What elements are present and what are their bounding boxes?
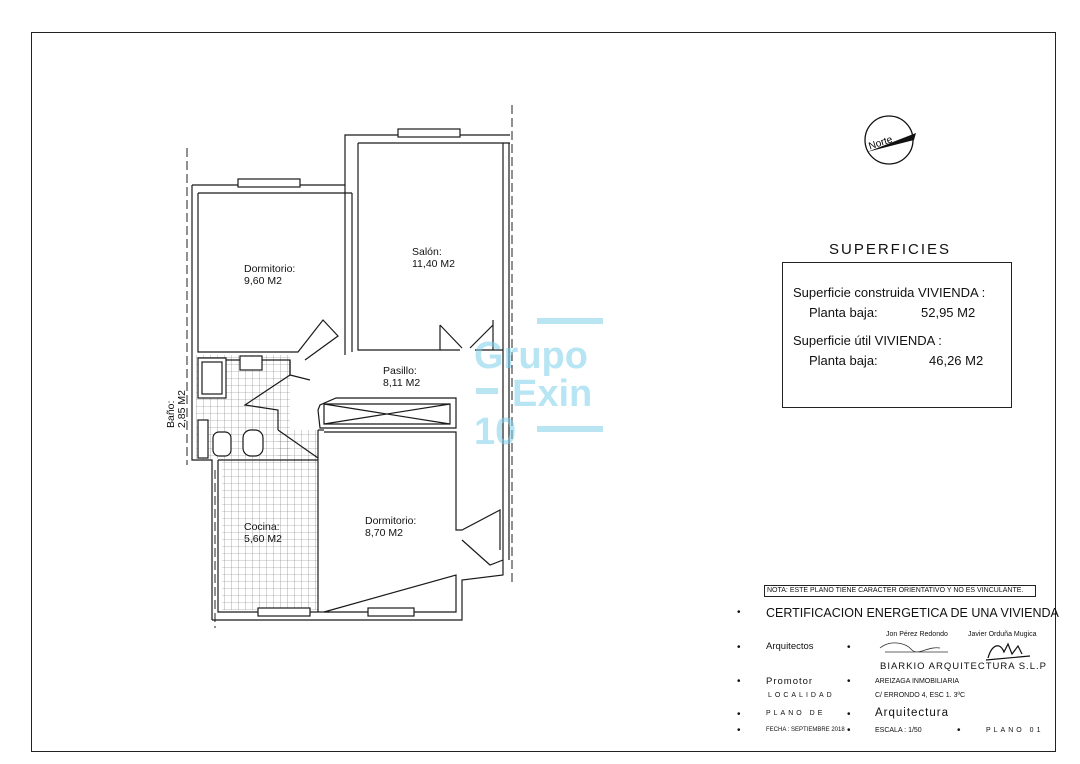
walls	[191, 128, 510, 621]
room-area-dormitorio-1: 9,60 M2	[244, 275, 282, 287]
bullet: •	[847, 676, 851, 687]
bullet: •	[737, 725, 741, 736]
localidad-value: C/ ERRONDO 4, ESC 1. 3ºC	[875, 692, 966, 699]
room-name-cocina: Cocina:	[244, 521, 280, 533]
signature-2	[985, 642, 1031, 661]
escala: ESCALA : 1/50	[875, 727, 922, 734]
construida-value: 52,95 M2	[921, 305, 976, 320]
room-name-bano: Baño:	[165, 401, 177, 428]
watermark: Grupo Exin 10	[474, 318, 603, 453]
construida-label: Superficie construida VIVIENDA :	[793, 285, 986, 300]
plano-de-value: Arquitectura	[875, 707, 950, 719]
bullet: •	[737, 642, 741, 653]
room-name-dormitorio-1: Dormitorio:	[244, 263, 295, 275]
room-name-dormitorio-2: Dormitorio:	[365, 515, 416, 527]
bullet: •	[737, 607, 741, 618]
promotor-value: AREIZAGA INMOBILIARIA	[875, 678, 960, 685]
architects-label: Arquitectos	[766, 641, 814, 652]
drawing-frame	[31, 32, 1056, 752]
bullet: •	[847, 642, 851, 653]
signature-1	[879, 642, 948, 653]
room-area-dormitorio-2: 8,70 M2	[365, 527, 403, 539]
superficies-title: SUPERFICIES	[828, 241, 952, 258]
architect-1-name: Jon Pérez Redondo	[886, 631, 948, 638]
util-sub: Planta baja:	[809, 353, 878, 368]
room-area-pasillo: 8,11 M2	[383, 377, 420, 389]
localidad-label: LOCALIDAD	[768, 692, 835, 699]
promotor-label: Promotor	[766, 676, 814, 687]
watermark-line-3: 10	[474, 411, 516, 453]
north-compass: Norte	[864, 115, 916, 165]
plano-de-label: PLANO DE	[766, 710, 826, 717]
firm-name: BIARKIO ARQUITECTURA S.L.P	[880, 661, 1047, 672]
room-name-salon: Salón:	[412, 246, 442, 258]
room-area-bano: 2,85 M2	[176, 390, 188, 428]
bullet: •	[737, 709, 741, 720]
certification-title: CERTIFICACION ENERGETICA DE UNA VIVIENDA	[766, 606, 1059, 620]
bullet: •	[847, 709, 851, 720]
room-area-cocina: 5,60 M2	[244, 533, 282, 545]
disclaimer-note: NOTA: ESTE PLANO TIENE CARACTER ORIENTAT…	[764, 585, 1036, 597]
room-area-salon: 11,40 M2	[412, 258, 455, 270]
superficies-box: Superficie construida VIVIENDA : Planta …	[782, 262, 1012, 408]
util-value: 46,26 M2	[929, 353, 984, 368]
bullet: •	[737, 676, 741, 687]
room-name-pasillo: Pasillo:	[383, 365, 417, 377]
architect-2-name: Javier Orduña Mugica	[968, 631, 1037, 638]
construida-sub: Planta baja:	[809, 305, 878, 320]
kitchen-tiles	[222, 460, 318, 610]
bullet: •	[847, 725, 851, 736]
bullet: •	[957, 725, 961, 736]
watermark-line-1: Grupo	[474, 335, 588, 377]
dashed-boundaries	[186, 105, 513, 628]
watermark-line-2: Exin	[512, 373, 592, 415]
plano-number: PLANO 01	[986, 727, 1044, 734]
util-label: Superficie útil VIVIENDA :	[793, 333, 942, 348]
fecha: FECHA : SEPTIEMBRE 2018	[766, 727, 845, 733]
